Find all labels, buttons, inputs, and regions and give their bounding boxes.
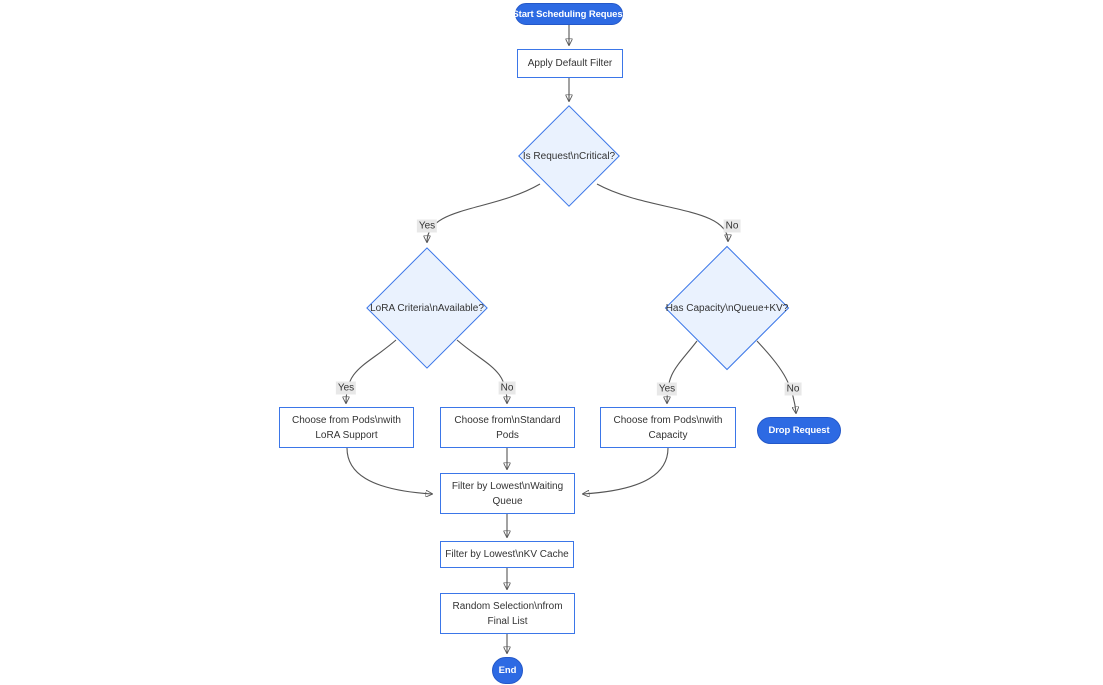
- decision-has-capacity-queue-kv: Has Capacity\nQueue+KV?: [664, 245, 790, 371]
- flow-node-filter-lowest-kv-cache: Filter by Lowest\nKV Cache: [440, 541, 574, 568]
- decision-label: Has Capacity\nQueue+KV?: [665, 302, 789, 314]
- decision-label: LoRA Criteria\nAvailable?: [370, 302, 484, 314]
- flow-node-filter-lowest-waiting-queue: Filter by Lowest\nWaiting Queue: [440, 473, 575, 514]
- decision-is-request-critical: Is Request\nCritical?: [518, 105, 620, 207]
- decision-lora-criteria-available: LoRA Criteria\nAvailable?: [366, 247, 488, 369]
- edge-capacitypods-to-filterqueue: [583, 447, 669, 494]
- edge-capacity-no: [756, 340, 796, 413]
- flow-node-random-selection-final-list: Random Selection\nfrom Final List: [440, 593, 575, 634]
- flow-node-drop-request: Drop Request: [757, 417, 841, 444]
- edge-label-capacity-no: No: [784, 382, 802, 396]
- edge-label-lora-yes: Yes: [335, 381, 357, 395]
- edge-label-lora-no: No: [498, 381, 516, 395]
- edge-label-critical-yes: Yes: [416, 219, 438, 233]
- flow-node-choose-pods-lora-support: Choose from Pods\nwith LoRA Support: [279, 407, 414, 448]
- flow-node-choose-standard-pods: Choose from\nStandard Pods: [440, 407, 575, 448]
- flow-node-end: End: [492, 657, 523, 684]
- flow-node-start: Start Scheduling Request: [512, 3, 626, 25]
- decision-label: Is Request\nCritical?: [522, 150, 616, 162]
- edge-label-capacity-yes: Yes: [656, 382, 678, 396]
- flow-node-choose-pods-with-capacity: Choose from Pods\nwith Capacity: [600, 407, 736, 448]
- edge-chooselora-to-filterqueue: [346, 447, 432, 494]
- flow-node-apply-default-filter: Apply Default Filter: [517, 49, 623, 78]
- edge-label-critical-no: No: [723, 219, 741, 233]
